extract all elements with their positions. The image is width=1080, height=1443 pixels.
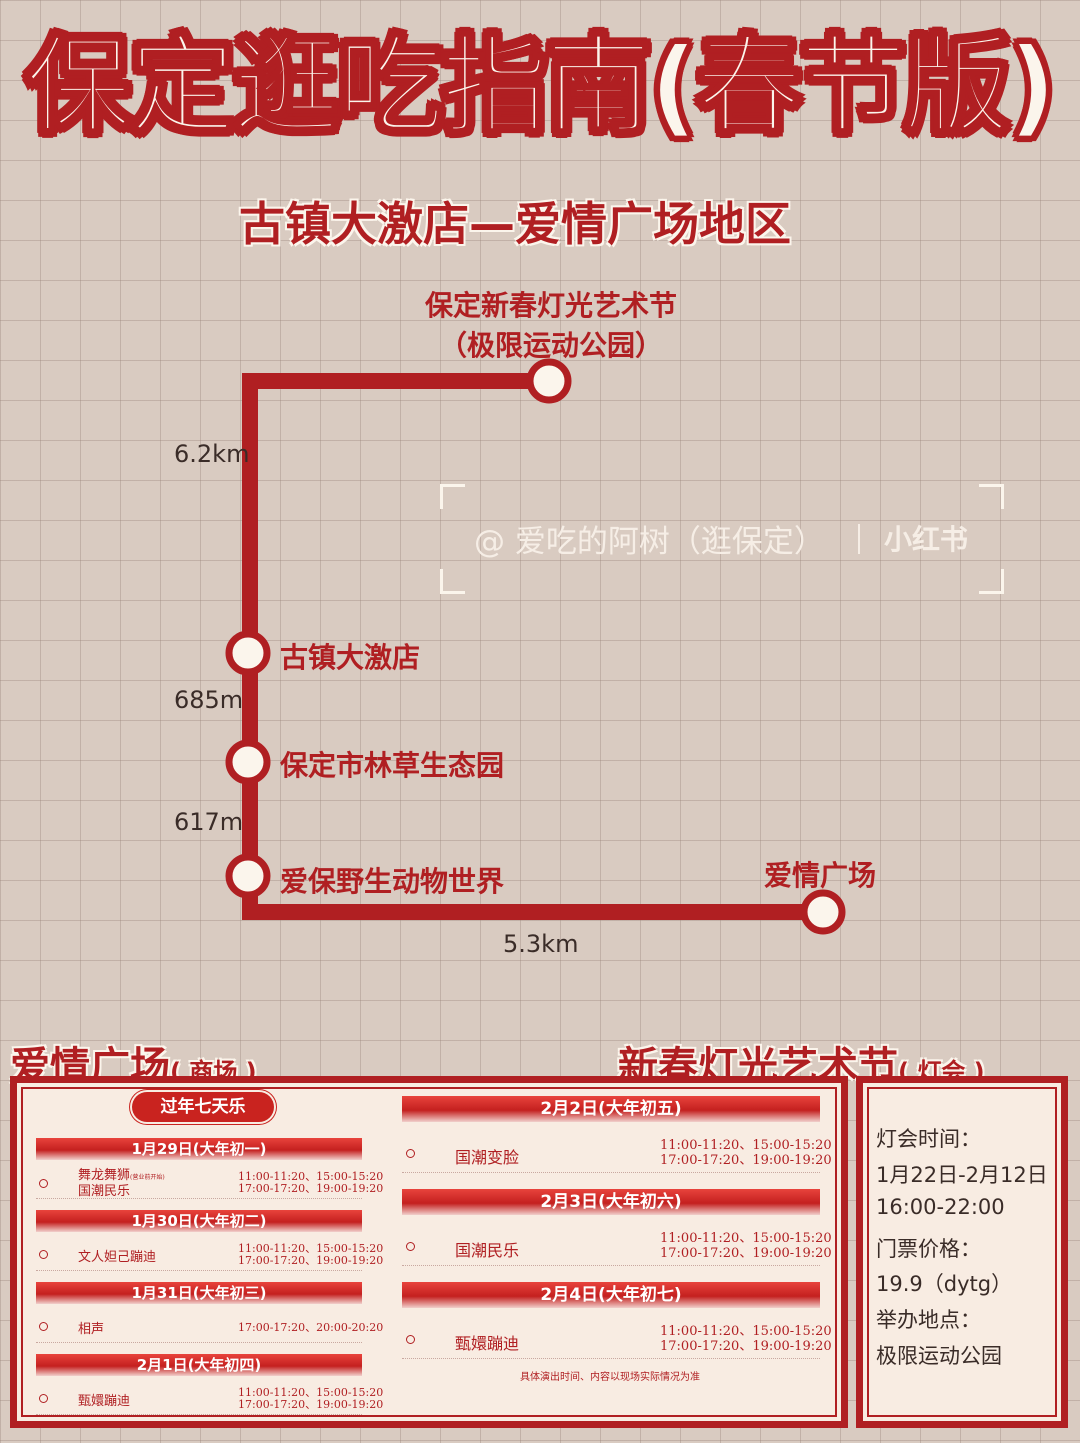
bullet-icon xyxy=(39,1394,48,1403)
program-note: (营业前开始) xyxy=(130,1174,165,1181)
program-name: 文人妲己蹦迪 xyxy=(78,1250,157,1265)
dotted-divider xyxy=(36,1342,362,1343)
festival-info-line: 极限运动公园 xyxy=(876,1344,1002,1368)
watermark: @ 爱吃的阿树（逛保定） 小红书 xyxy=(440,484,1004,594)
page-subtitle: 古镇大激店—爱情广场地区 xyxy=(239,197,791,251)
festival-info-line: 灯会时间： xyxy=(876,1127,981,1151)
bullet-icon xyxy=(39,1250,48,1259)
time-line: 17:00-17:20、19:00-19:20 xyxy=(660,1339,832,1354)
time-line: 11:00-11:20、15:00-15:20 xyxy=(238,1242,384,1255)
program-name: 舞龙舞狮(营业前开始) xyxy=(78,1164,165,1183)
day-bar: 1月29日(大年初一) xyxy=(36,1138,362,1160)
station-label-lantern-festival: 保定新春灯光艺术节 （极限运动公园） xyxy=(414,284,688,364)
festival-info-panel xyxy=(856,1076,1068,1428)
station-dot-forest-park xyxy=(225,739,271,785)
schedule-footnote: 具体演出时间、内容以现场实际情况为准 xyxy=(520,1372,700,1383)
dotted-divider xyxy=(36,1270,362,1271)
festival-info-line: 19.9（dytg） xyxy=(876,1272,1013,1296)
festival-info-line: 举办地点： xyxy=(876,1308,981,1332)
station-label-zoo: 爱保野生动物世界 xyxy=(280,865,505,898)
watermark-corner xyxy=(979,569,1004,594)
festival-info-line: 门票价格： xyxy=(876,1237,981,1261)
station-label-dajidian: 古镇大激店 xyxy=(280,641,421,674)
station-dot-love-plaza xyxy=(800,889,846,935)
bullet-icon xyxy=(39,1322,48,1331)
panel-inner-border xyxy=(21,1087,837,1417)
dotted-divider xyxy=(36,1414,362,1415)
day-bar: 2月3日(大年初六) xyxy=(402,1189,820,1215)
day-bar: 2月4日(大年初七) xyxy=(402,1282,820,1308)
bullet-icon xyxy=(39,1179,48,1188)
watermark-corner xyxy=(440,484,465,509)
program-name: 国潮变脸 xyxy=(455,1148,520,1167)
time-line: 11:00-11:20、15:00-15:20 xyxy=(238,1170,384,1183)
station-dot-zoo xyxy=(225,853,271,899)
program-title: 舞龙舞狮 xyxy=(78,1168,131,1183)
day-bar: 1月30日(大年初二) xyxy=(36,1210,362,1232)
station-dot xyxy=(225,358,846,935)
time-line: 11:00-11:20、15:00-15:20 xyxy=(660,1324,832,1339)
watermark-text: @ 爱吃的阿树（逛保定） xyxy=(474,524,825,560)
watermark-corner xyxy=(979,484,1004,509)
distance-label: 6.2km xyxy=(174,440,250,468)
station-dot-lantern-festival xyxy=(526,358,572,404)
program-time: 11:00-11:20、15:00-15:20 17:00-17:20、19:0… xyxy=(238,1387,383,1411)
program-time: 17:00-17:20、20:00-20:20 xyxy=(238,1322,383,1334)
time-line: 17:00-17:20、19:00-19:20 xyxy=(660,1246,832,1261)
station-label-love-plaza: 爱情广场 xyxy=(764,859,877,892)
time-line: 11:00-11:20、15:00-15:20 xyxy=(238,1386,384,1399)
day-bar: 1月31日(大年初三) xyxy=(36,1282,362,1304)
dotted-divider xyxy=(402,1265,820,1266)
time-line: 17:00-17:20、19:00-19:20 xyxy=(238,1398,384,1411)
station-dot-dajidian xyxy=(225,630,271,676)
program-name: 甄嬛蹦迪 xyxy=(78,1394,131,1409)
day-bar: 2月2日(大年初五) xyxy=(402,1096,820,1122)
route-map xyxy=(225,358,846,935)
distance-label: 617m xyxy=(174,808,244,836)
watermark-brand: 小红书 xyxy=(884,523,969,556)
dotted-divider xyxy=(36,1198,362,1199)
bullet-icon xyxy=(406,1242,415,1251)
day-bar: 2月1日(大年初四) xyxy=(36,1354,362,1376)
program-name: 国潮民乐 xyxy=(455,1241,520,1260)
program-name: 国潮民乐 xyxy=(78,1184,131,1199)
time-line: 17:00-17:20、19:00-19:20 xyxy=(660,1153,832,1168)
time-line: 11:00-11:20、15:00-15:20 xyxy=(660,1231,832,1246)
panel-inner-border xyxy=(867,1087,1057,1417)
distance-label: 5.3km xyxy=(503,930,579,958)
program-time: 11:00-11:20、15:00-15:20 17:00-17:20、19:0… xyxy=(238,1171,383,1195)
distance-label: 685m xyxy=(174,686,244,714)
dotted-divider xyxy=(402,1358,820,1359)
bullet-icon xyxy=(406,1149,415,1158)
station-label-line2: （极限运动公园） xyxy=(438,329,663,362)
program-name: 甄嬛蹦迪 xyxy=(455,1334,520,1353)
program-time: 11:00-11:20、15:00-15:20 17:00-17:20、19:0… xyxy=(660,1138,832,1168)
dotted-divider xyxy=(402,1172,820,1173)
program-time: 11:00-11:20、15:00-15:20 17:00-17:20、19:0… xyxy=(660,1231,832,1261)
page-title: 保定逛吃指南(春节版) xyxy=(24,24,1058,150)
time-line: 17:00-17:20、20:00-20:20 xyxy=(238,1321,384,1334)
program-time: 11:00-11:20、15:00-15:20 17:00-17:20、19:0… xyxy=(238,1243,383,1267)
time-line: 17:00-17:20、19:00-19:20 xyxy=(238,1254,384,1267)
program-name: 相声 xyxy=(78,1322,105,1337)
station-label-line1: 保定新春灯光艺术节 xyxy=(424,289,677,322)
time-line: 11:00-11:20、15:00-15:20 xyxy=(660,1138,832,1153)
station-label-forest-park: 保定市林草生态园 xyxy=(280,749,505,782)
bullet-icon xyxy=(406,1335,415,1344)
watermark-corner xyxy=(440,569,465,594)
seven-day-banner: 过年七天乐 xyxy=(132,1092,274,1122)
festival-info-line: 1月22日-2月12日 xyxy=(876,1163,1048,1187)
time-line: 17:00-17:20、19:00-19:20 xyxy=(238,1182,384,1195)
festival-info-line: 16:00-22:00 xyxy=(876,1195,1005,1219)
program-time: 11:00-11:20、15:00-15:20 17:00-17:20、19:0… xyxy=(660,1324,832,1354)
watermark-separator xyxy=(858,524,860,554)
